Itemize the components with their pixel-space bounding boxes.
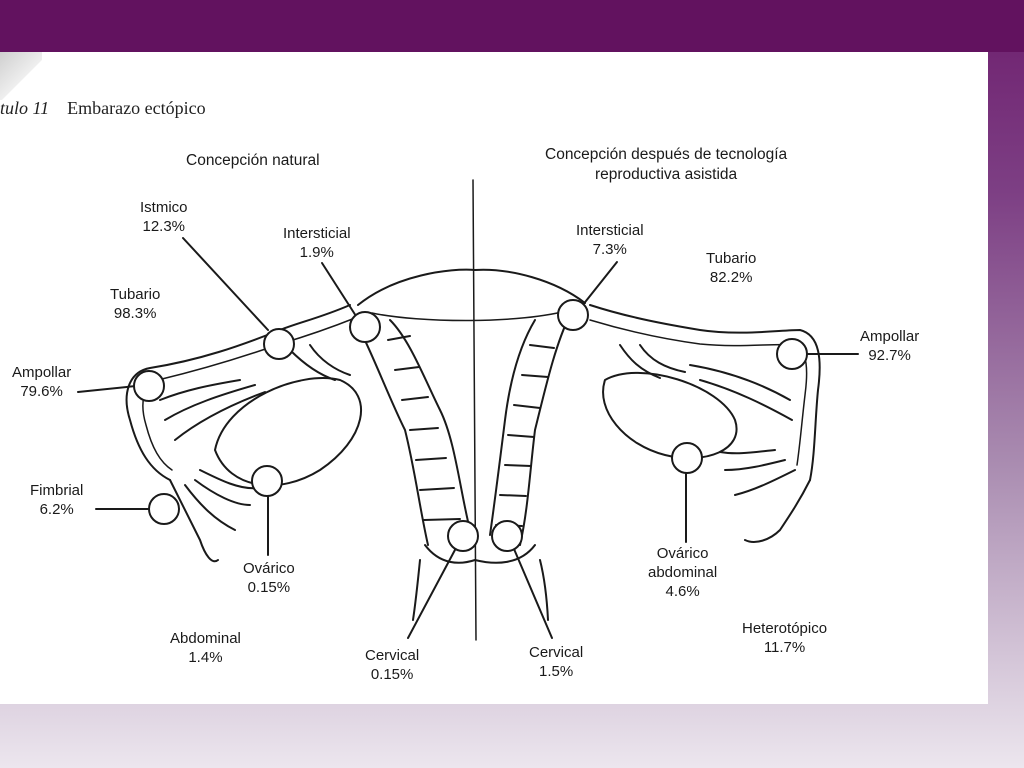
label-ovarico-abdominal-pct: 4.6% [665,583,700,600]
label-istmico-name: Istmico [140,199,188,216]
page-fold-corner [0,52,42,100]
label-tubario-art-pct: 82.2% [709,269,753,286]
right-fallopian-tube [589,304,821,481]
label-istmico-pct: 12.3% [142,218,186,235]
title-art-line2: reproductiva asistida [594,166,738,183]
label-intersticial-natural-pct: 1.9% [299,244,334,261]
chapter-label: tulo 11 [0,98,50,118]
label-cervical-art-pct: 1.5% [538,663,574,680]
title-art-conception: Concepción después de tecnología reprodu… [545,145,787,185]
label-intersticial-natural-name: Intersticial [283,225,351,242]
left-ovary [214,377,363,487]
label-heterotopico-name: Heterotópico [742,620,828,637]
label-ovarico-abdominal-name2: abdominal [648,564,718,581]
left-fallopian-tube [125,304,351,481]
label-tubario-natural: Tubario 98.3% [110,285,160,323]
label-intersticial-art-pct: 7.3% [592,241,627,258]
label-istmico: Istmico 12.3% [140,198,188,236]
right-uterine-wall [519,314,571,546]
label-ampollar-natural-name: Ampollar [12,364,72,381]
pointer-intersticial-art [581,261,618,307]
label-ampollar-art: Ampollar 92.7% [860,327,919,365]
label-heterotopico: Heterotópico 11.7% [742,619,827,657]
label-ovarico-name: Ovárico [243,560,295,577]
label-ovarico-abdominal-name1: Ovárico [656,545,709,562]
chapter-title: Embarazo ectópico [67,98,206,118]
marker-intersticial-art [557,299,589,331]
label-intersticial-art: Intersticial 7.3% [576,221,644,259]
label-ovarico-abdominal: Ovárico abdominal 4.6% [648,544,717,601]
pointer-cervical-natural [407,547,457,639]
label-ovarico-pct: 0.15% [247,579,291,596]
label-ampollar-art-name: Ampollar [860,328,920,345]
pointer-cervical-art [513,548,553,639]
label-cervical-natural: Cervical 0.15% [365,646,419,684]
label-tubario-art-name: Tubario [706,250,757,267]
marker-cervical-natural [447,520,479,552]
marker-ovarico-abdominal [671,442,703,474]
marker-ovarico [251,465,283,497]
marker-ampollar-art [776,338,808,370]
right-ovary [602,371,738,460]
label-tubario-natural-name: Tubario [110,286,161,303]
label-abdominal: Abdominal 1.4% [170,629,241,667]
label-ampollar-natural: Ampollar 79.6% [12,363,71,401]
slide-top-banner [0,0,1024,52]
label-intersticial-art-name: Intersticial [576,222,644,239]
midline-divider [472,179,477,641]
pointer-intersticial-natural [321,262,357,317]
label-intersticial-natural: Intersticial 1.9% [283,224,351,262]
marker-cervical-art [491,520,523,552]
label-fimbrial: Fimbrial 6.2% [30,481,83,519]
label-ovarico: Ovárico 0.15% [243,559,295,597]
title-natural-conception: Concepción natural [186,152,320,169]
label-abdominal-pct: 1.4% [188,649,223,666]
label-fimbrial-name: Fimbrial [30,482,84,499]
label-cervical-art: Cervical 1.5% [529,643,583,681]
left-uterine-wall [359,329,429,546]
pointer-istmico [182,237,269,331]
label-tubario-natural-pct: 98.3% [113,305,157,322]
label-heterotopico-pct: 11.7% [763,639,806,656]
label-cervical-natural-name: Cervical [365,647,420,664]
label-ampollar-natural-pct: 79.6% [20,383,63,400]
title-art-line1: Concepción después de tecnología [545,146,788,163]
label-cervical-natural-pct: 0.15% [370,666,414,683]
uterine-fundus [357,268,586,306]
label-fimbrial-pct: 6.2% [39,501,74,518]
page-header: tulo 11 Embarazo ectópico [0,98,206,119]
marker-intersticial-natural [349,311,381,343]
marker-ampollar-natural [133,370,165,402]
marker-istmico [263,328,295,360]
marker-fimbrial [148,493,180,525]
label-abdominal-name: Abdominal [170,630,241,647]
label-ampollar-art-pct: 92.7% [868,347,911,364]
label-tubario-art: Tubario 82.2% [706,249,756,287]
pointer-ampollar-natural [77,385,137,393]
label-cervical-art-name: Cervical [529,644,584,661]
